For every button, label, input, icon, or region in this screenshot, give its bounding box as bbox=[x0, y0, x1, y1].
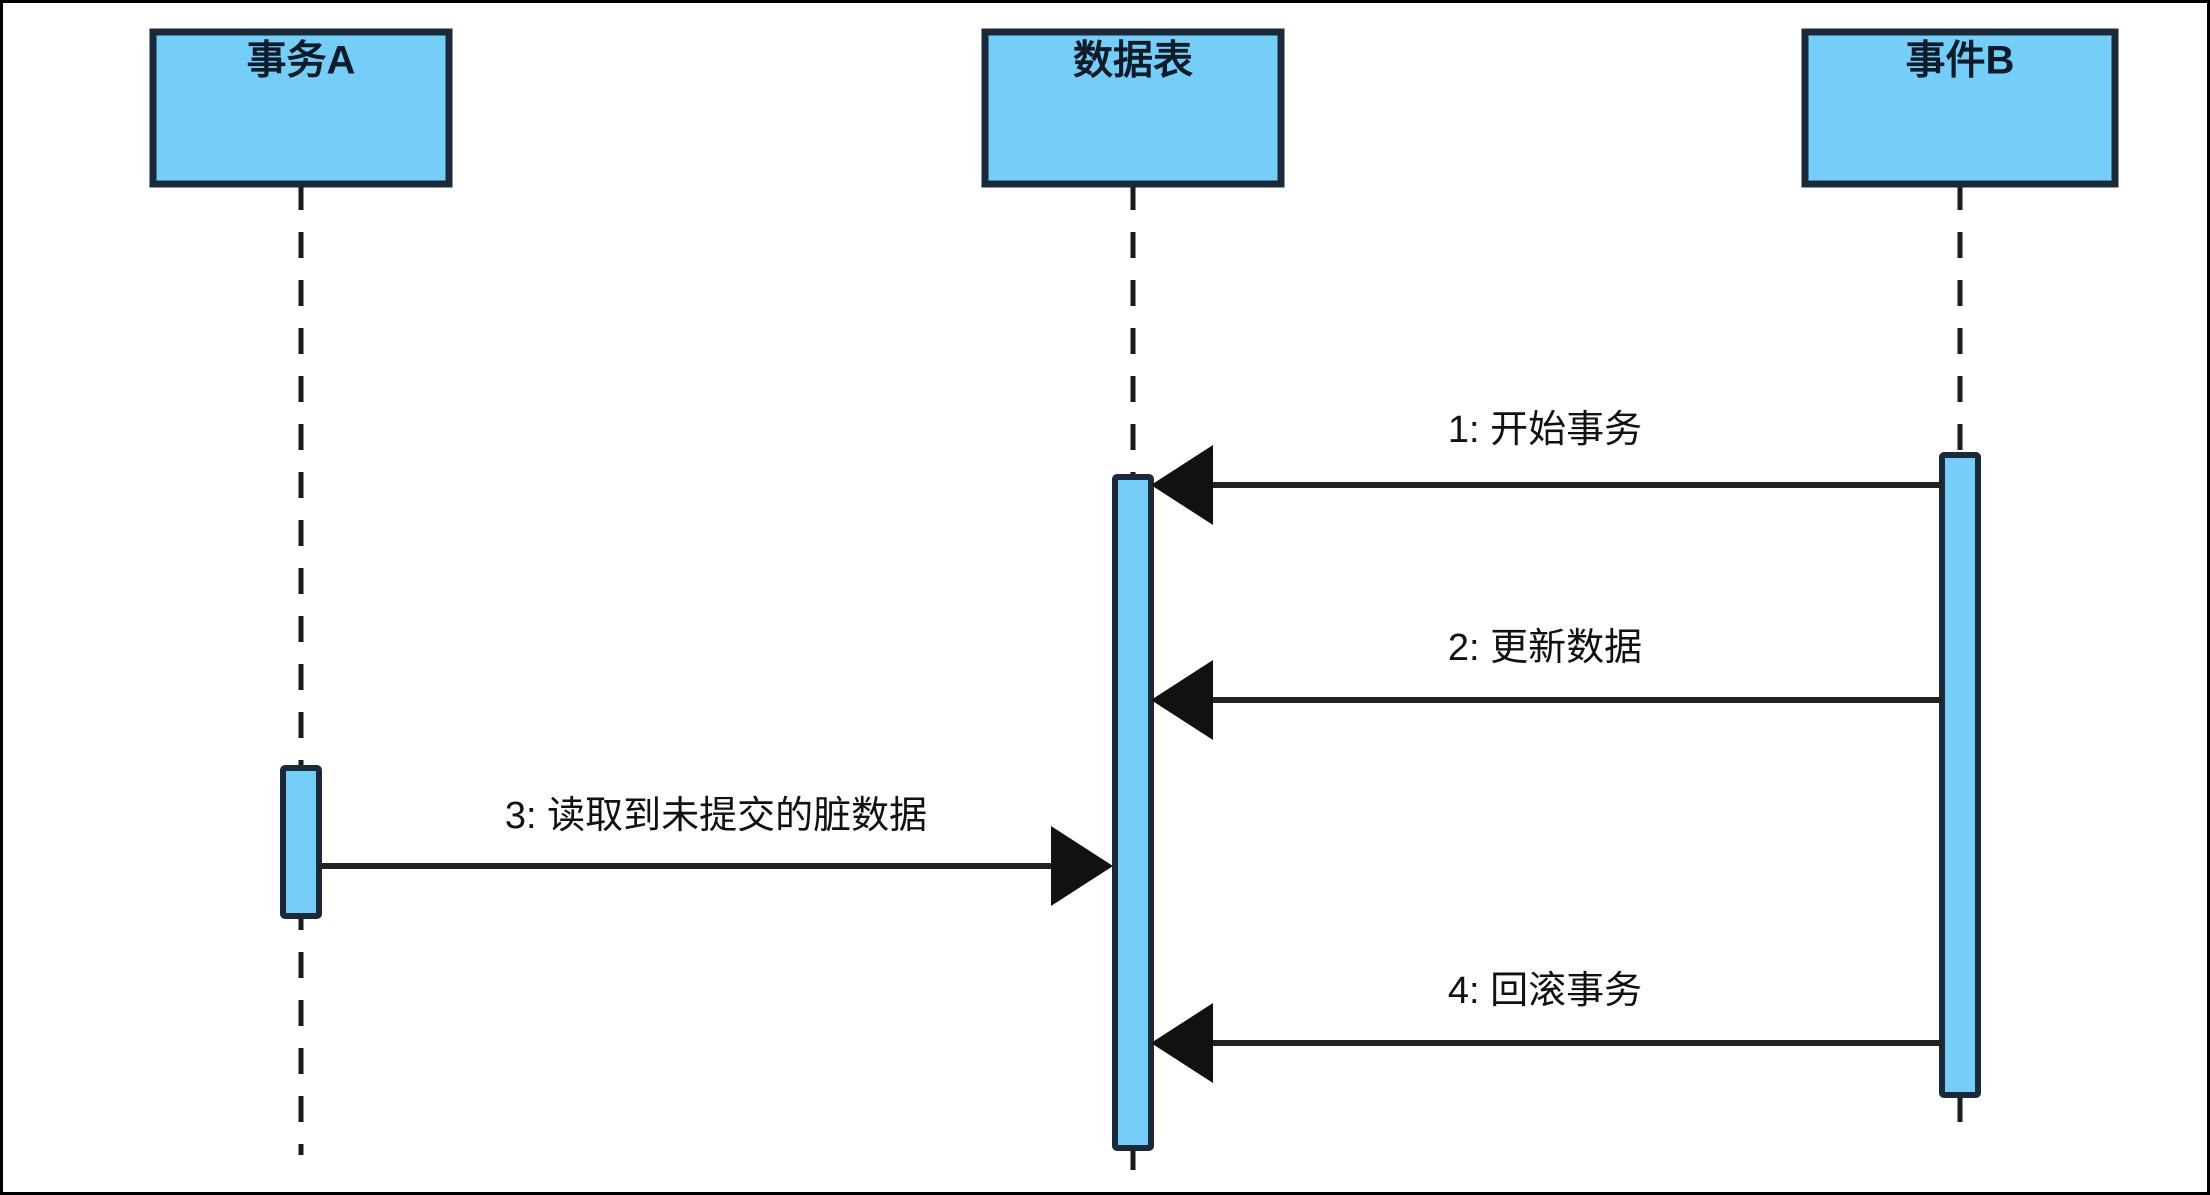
message-3-label: 3: 读取到未提交的脏数据 bbox=[505, 795, 927, 837]
participant-p1-label: 事务A bbox=[247, 39, 356, 83]
participant-box-p3[interactable]: 事件B bbox=[1801, 28, 2119, 188]
message-2[interactable]: 2: 更新数据 bbox=[1151, 627, 1942, 740]
participant-p2-rect bbox=[981, 28, 1285, 188]
participant-p3-rect bbox=[1801, 28, 2119, 188]
message-3-arrowhead bbox=[1051, 826, 1113, 906]
participants-group: 事务A 数据表 事件B bbox=[149, 28, 2119, 188]
message-1-label: 1: 开始事务 bbox=[1448, 409, 1642, 451]
message-1[interactable]: 1: 开始事务 bbox=[1151, 409, 1942, 525]
message-1-arrowhead bbox=[1151, 445, 1213, 525]
messages-group: 1: 开始事务 2: 更新数据 3: 读取到未提交的脏数据 4: 回滚事务 bbox=[319, 409, 1942, 1083]
activation-bar-p2 bbox=[1112, 474, 1154, 1151]
participant-p3-label: 事件B bbox=[1906, 39, 2015, 83]
message-2-label: 2: 更新数据 bbox=[1448, 627, 1642, 669]
message-4-label: 4: 回滚事务 bbox=[1448, 970, 1642, 1012]
message-4[interactable]: 4: 回滚事务 bbox=[1151, 970, 1942, 1083]
activation-bars-group bbox=[280, 452, 1981, 1151]
participant-box-p1[interactable]: 事务A bbox=[149, 28, 453, 188]
sequence-diagram-svg: 1: 开始事务 2: 更新数据 3: 读取到未提交的脏数据 4: 回滚事务 bbox=[149, 28, 2119, 1178]
activation-bar-p3 bbox=[1939, 452, 1981, 1098]
message-2-arrowhead bbox=[1151, 660, 1213, 740]
participant-box-p2[interactable]: 数据表 bbox=[981, 28, 1285, 188]
participant-p2-label: 数据表 bbox=[1073, 39, 1193, 83]
message-4-arrowhead bbox=[1151, 1003, 1213, 1083]
activation-bar-p1 bbox=[280, 765, 322, 919]
participant-p1-rect bbox=[149, 28, 453, 188]
message-3[interactable]: 3: 读取到未提交的脏数据 bbox=[319, 795, 1113, 906]
